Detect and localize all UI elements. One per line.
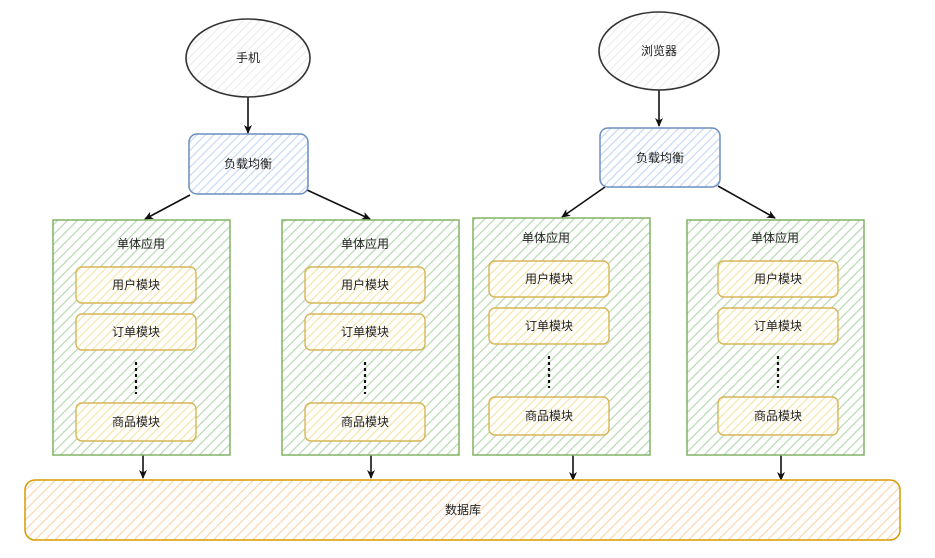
module-label: 订单模块 <box>525 319 573 333</box>
load-balancer-2: 负载均衡 <box>599 127 721 188</box>
load-balancer-1-label: 负载均衡 <box>224 157 272 171</box>
monolith-title: 单体应用 <box>117 236 165 251</box>
database: 数据库 <box>24 479 901 541</box>
client-browser: 浏览器 <box>598 11 720 91</box>
edge-lb2-to-app3 <box>561 186 606 218</box>
load-balancer-2-label: 负载均衡 <box>636 151 684 165</box>
module-product: 商品模块 <box>75 402 197 442</box>
module-order: 订单模块 <box>304 313 426 351</box>
module-user: 用户模块 <box>75 266 197 304</box>
monolith-app-2: 单体应用 用户模块 订单模块 商品模块 <box>281 219 460 456</box>
module-label: 商品模块 <box>112 414 160 429</box>
module-user: 用户模块 <box>488 260 610 298</box>
client-browser-label: 浏览器 <box>641 43 677 58</box>
module-label: 用户模块 <box>525 271 573 286</box>
database-label: 数据库 <box>445 502 481 517</box>
module-label: 用户模块 <box>754 271 802 286</box>
module-label: 用户模块 <box>112 277 160 292</box>
module-product: 商品模块 <box>304 402 426 442</box>
module-label: 用户模块 <box>341 277 389 292</box>
module-user: 用户模块 <box>717 260 839 298</box>
module-label: 商品模块 <box>754 408 802 423</box>
module-order: 订单模块 <box>717 307 839 345</box>
monolith-title: 单体应用 <box>751 230 799 245</box>
module-product: 商品模块 <box>488 396 610 436</box>
monolith-title: 单体应用 <box>341 236 389 251</box>
edge-lb1-to-app1 <box>144 194 191 220</box>
module-user: 用户模块 <box>304 266 426 304</box>
module-label: 订单模块 <box>341 325 389 339</box>
client-phone: 手机 <box>185 18 311 98</box>
monolith-app-1: 单体应用 用户模块 订单模块 商品模块 <box>52 219 231 456</box>
monolith-title: 单体应用 <box>522 230 570 245</box>
module-label: 商品模块 <box>525 408 573 423</box>
edge-lb2-to-app4 <box>717 185 776 219</box>
edge-lb1-to-app2 <box>306 189 371 220</box>
module-product: 商品模块 <box>717 396 839 436</box>
monolith-app-4: 单体应用 用户模块 订单模块 商品模块 <box>686 219 865 456</box>
load-balancer-1: 负载均衡 <box>188 133 309 195</box>
module-order: 订单模块 <box>488 307 610 345</box>
module-label: 商品模块 <box>341 414 389 429</box>
client-phone-label: 手机 <box>236 51 260 65</box>
module-label: 订单模块 <box>754 319 802 333</box>
module-order: 订单模块 <box>75 313 197 351</box>
edges <box>139 90 785 481</box>
module-label: 订单模块 <box>112 325 160 339</box>
monolith-app-3: 单体应用 用户模块 订单模块 商品模块 <box>472 217 651 456</box>
